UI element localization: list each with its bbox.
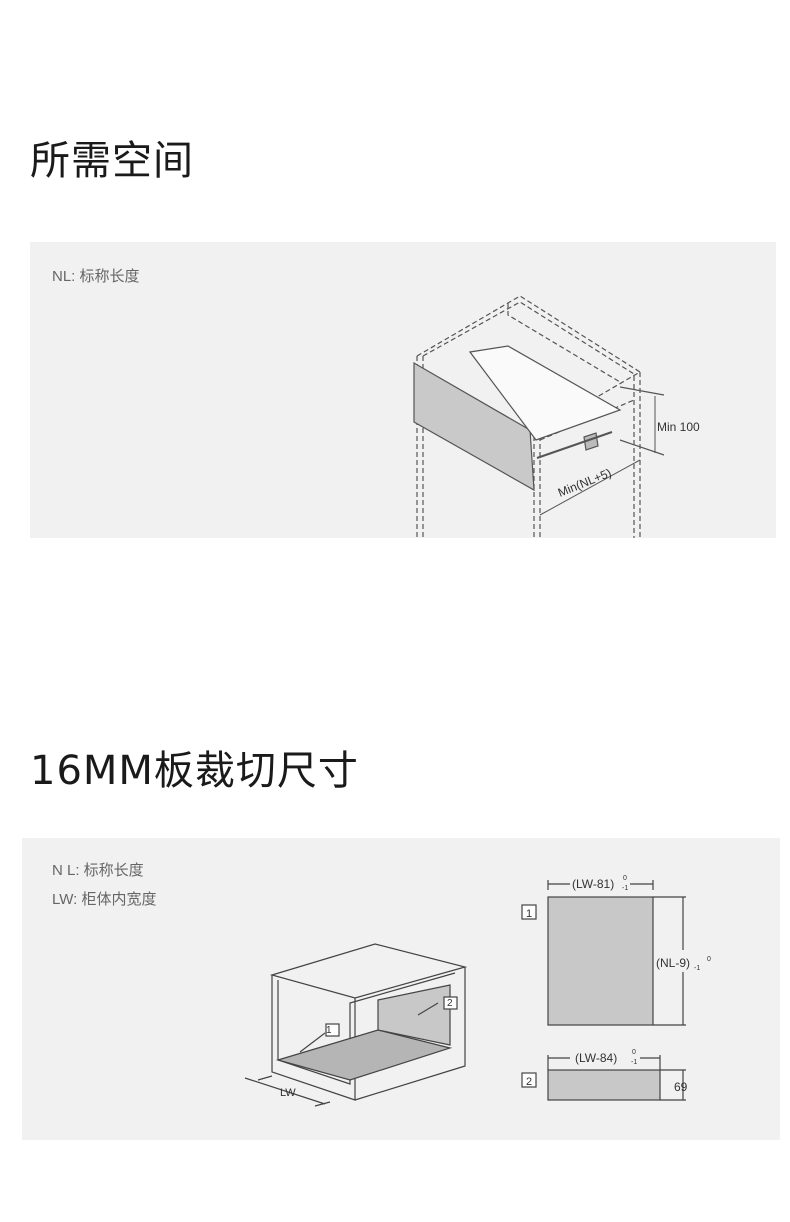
marker-part1: 1 — [526, 908, 532, 920]
part2-height-dim: 69 — [674, 1080, 688, 1094]
drawer-box — [468, 345, 622, 441]
cut-size-panel: N L: 标称长度 LW: 柜体内宽度 LW — [22, 838, 780, 1140]
part1-length-tol-lower: -1 — [694, 965, 700, 972]
dim-min-nl5: Min(NL+5) — [556, 466, 614, 500]
part1-width-tol-lower: -1 — [622, 885, 628, 892]
part1-length-dim: (NL-9) — [656, 956, 690, 970]
cabinet-iso — [244, 943, 468, 1107]
label-lw: LW — [280, 1087, 296, 1099]
legend-nl: N L: 标称长度 — [52, 862, 144, 879]
part2-width-tol-lower: -1 — [631, 1059, 637, 1066]
part1-length-tol-upper: 0 — [707, 956, 711, 963]
section-title-panel-cut-size: 16MM板裁切尺寸 — [30, 748, 359, 794]
section-title-required-space: 所需空间 — [30, 138, 194, 184]
marker-part2: 2 — [526, 1076, 532, 1088]
marker-part2-iso: 2 — [447, 998, 453, 1009]
marker-part1-iso: 1 — [326, 1025, 332, 1036]
part1-width-dim: (LW-81) — [572, 877, 614, 891]
drawer-front — [413, 361, 535, 492]
drawer-space-diagram: Min 100 Min(NL+5) — [413, 295, 700, 538]
part2-width-tol-upper: 0 — [632, 1049, 636, 1056]
cut-size-diagram: LW 1 2 1 2 (LW-81) 0 -1 (NL-9) -1 0 (LW-… — [244, 875, 711, 1107]
part1-width-tol-upper: 0 — [623, 875, 627, 882]
legend-nl: NL: 标称长度 — [52, 268, 140, 285]
required-space-panel: NL: 标称长度 Min 100 Min(NL+5) — [30, 242, 776, 538]
legend-lw: LW: 柜体内宽度 — [52, 891, 157, 908]
dim-min-100: Min 100 — [657, 420, 700, 434]
part2-width-dim: (LW-84) — [575, 1051, 617, 1065]
